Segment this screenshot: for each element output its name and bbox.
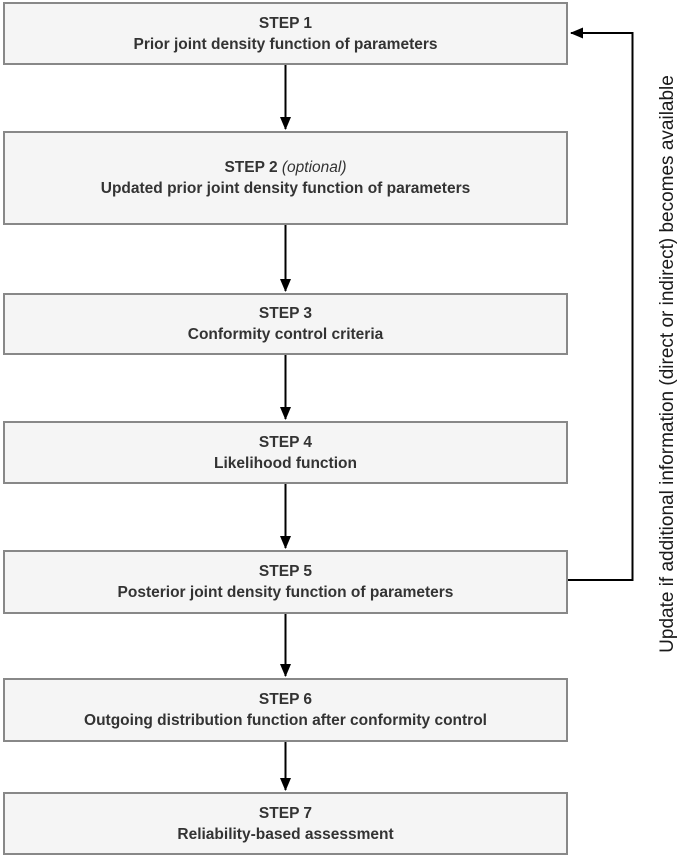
step-7-description: Reliability-based assessment: [177, 825, 394, 843]
step-5-title: STEP 5: [258, 563, 313, 580]
step-box-2: STEP 2 (optional) Updated prior joint de…: [3, 131, 568, 225]
feedback-loop-label: Update if additional information (direct…: [657, 75, 678, 653]
step-3-description: Conformity control criteria: [187, 326, 384, 343]
step-box-4: STEP 4 Likelihood function: [3, 421, 568, 484]
step-box-3: STEP 3 Conformity control criteria: [3, 293, 568, 355]
step-2-title: STEP 2 (optional): [224, 157, 346, 178]
step-5-description: Posterior joint density function of para…: [117, 584, 454, 601]
step-3-title: STEP 3: [258, 305, 313, 322]
step-box-1: STEP 1 Prior joint density function of p…: [3, 2, 568, 65]
step-6-title: STEP 6: [258, 691, 313, 708]
step-1-title: STEP 1: [258, 14, 313, 32]
step-6-description: Outgoing distribution function after con…: [84, 712, 487, 729]
step-4-description: Likelihood function: [214, 454, 357, 472]
step-4-title: STEP 4: [258, 433, 313, 451]
step-box-5: STEP 5 Posterior joint density function …: [3, 550, 568, 614]
step-7-title: STEP 7: [258, 804, 313, 822]
step-2-optional-label: (optional): [277, 159, 347, 176]
step-box-7: STEP 7 Reliability-based assessment: [3, 792, 568, 855]
step-1-description: Prior joint density function of paramete…: [133, 35, 438, 53]
arrow-feedback-step5-to-step1: [568, 27, 634, 581]
step-box-6: STEP 6 Outgoing distribution function af…: [3, 678, 568, 742]
step-2-description: Updated prior joint density function of …: [100, 180, 471, 197]
step-2-title-text: STEP 2: [224, 159, 278, 176]
